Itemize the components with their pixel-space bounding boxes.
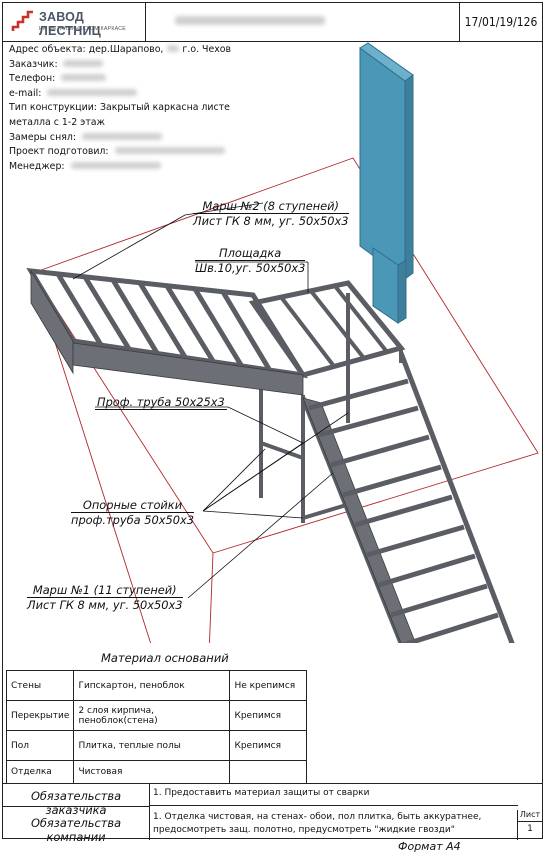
info-project-by: Проект подготовил: [9,145,231,160]
callout-support-posts: Опорные стойки проф.труба 50х50х3 [71,498,194,527]
staircase-drawing [26,42,539,643]
paper-format: Формат А4 [398,840,461,853]
title-block-header: ЗАВОД ЛЕСТНИЦ НА МЕТАЛЛИЧЕСКОМ КАРКАСЕ 1… [3,3,542,42]
drawing-sheet: ЗАВОД ЛЕСТНИЦ НА МЕТАЛЛИЧЕСКОМ КАРКАСЕ 1… [2,2,543,844]
callout-landing: Площадка Шв.10,уг. 50х50х3 [195,246,306,275]
info-measured-by: Замеры снял: [9,131,231,146]
customer-obligations-label: Обязательства заказчика [30,789,122,817]
info-customer: Заказчик: [9,58,231,73]
table-row: Отделка Чистовая [5,760,308,784]
materials-title: Материал оснований [101,651,229,665]
customer-obligations-text: 1. Предоставить материал защиты от сварк… [149,784,518,806]
stairs-logo-icon [11,10,33,31]
table-row: Стены Гипскартон, пеноблок Не крепимся [5,670,308,701]
sheet-number: 1 [518,821,542,834]
info-construction-type: Тип конструкции: Закрытый каркасна листе [9,102,230,114]
lower-march [300,352,515,643]
wall-blocks [359,42,414,324]
info-construction-type-cont: металла с 1-2 этаж [9,116,105,128]
sheet-number-box: Лист 1 [517,810,542,840]
obligations-block: Обязательства заказчика Обязательства ко… [3,783,542,844]
logo-title: ЗАВОД ЛЕСТНИЦ [39,10,102,38]
callout-prof-pipe: Проф. труба 50х25х3 [95,395,227,410]
info-phone: Телефон: [9,72,231,87]
callout-march-2: Марш №2 (8 ступеней) Лист ГК 8 мм, уг. 5… [193,199,349,228]
company-logo: ЗАВОД ЛЕСТНИЦ НА МЕТАЛЛИЧЕСКОМ КАРКАСЕ [3,3,146,41]
upper-march [26,267,308,396]
callout-march-1: Марш №1 (11 ступеней) Лист ГК 8 мм, уг. … [27,583,183,612]
logo-subtitle: НА МЕТАЛЛИЧЕСКОМ КАРКАСЕ [39,26,126,32]
document-number: 17/01/19/126 [459,3,542,41]
info-email: e-mail: [9,87,231,102]
red-annotation-lines [32,157,539,643]
company-obligations-label: Обязательства компании [30,816,122,844]
info-address: Адрес объекта: дер.Шарапово,г.о. Чехов [9,44,232,55]
leader-lines [72,202,349,599]
table-row: Пол Плитка, теплые полы Крепимся [5,730,308,761]
support-posts [259,293,403,523]
info-manager: Менеджер: [9,160,231,175]
object-info: Адрес объекта: дер.Шарапово,г.о. Чехов З… [9,43,231,174]
company-obligations-text: 1. Отделка чистовая, на стенах- обои, по… [153,812,482,835]
table-row: Перекрытие 2 слоя кирпича, пеноблок(стен… [5,700,308,731]
redacted-title [175,16,325,25]
materials-table: Стены Гипскартон, пеноблок Не крепимся П… [5,670,308,784]
